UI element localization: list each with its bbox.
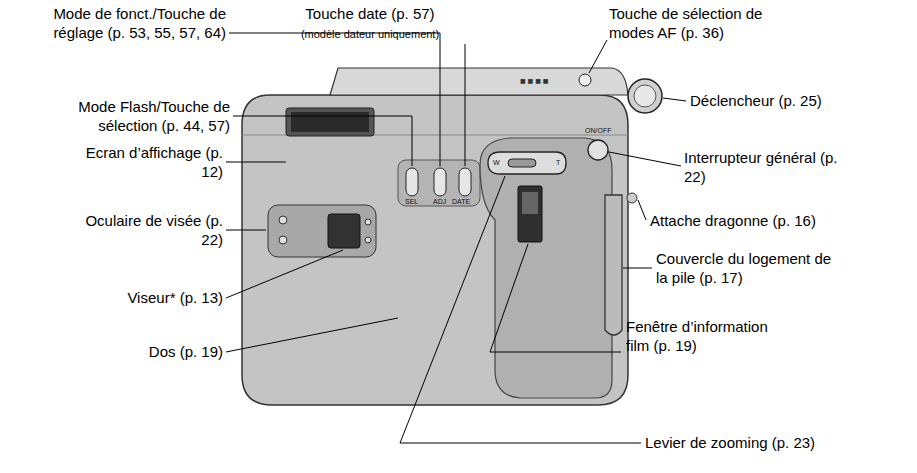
part-label: Couvercle du logement de la pile (p. 17) — [656, 249, 832, 287]
button-marking: SEL — [405, 198, 425, 206]
part-label: Mode de fonct./Touche de réglage (p. 53,… — [24, 4, 226, 42]
part-label: Oculaire de visée (p. 22) — [76, 211, 223, 249]
part-label: Touche date (p. 57) — [300, 4, 440, 23]
button-marking: ON/OFF — [585, 127, 615, 135]
button-marking: W — [493, 159, 503, 167]
part-label: Touche de sélection de modes AF (p. 36) — [609, 4, 797, 42]
zoom-lever — [488, 152, 566, 174]
button-marking: ADJ — [433, 198, 453, 206]
button-panel — [398, 160, 480, 206]
mode-button — [434, 168, 446, 196]
display-window — [286, 108, 374, 136]
part-label: Viseur* (p. 13) — [60, 288, 223, 307]
top-plate — [330, 68, 628, 95]
part-label: Attache dragonne (p. 16) — [650, 211, 850, 230]
button-marking: DATE — [452, 198, 478, 206]
part-label: Déclencheur (p. 25) — [690, 91, 870, 110]
part-label: Levier de zooming (p. 23) — [645, 433, 875, 452]
button-marking: T — [556, 159, 566, 167]
leader-lines — [226, 33, 686, 443]
viewfinder-window — [328, 214, 360, 248]
strap-eyelet — [627, 193, 637, 203]
display-lcd — [291, 112, 369, 132]
strap — [605, 195, 622, 335]
camera-body — [242, 95, 628, 405]
part-label: Fenêtre d’information film (p. 19) — [626, 317, 794, 355]
part-label: Ecran d’affichage (p. 12) — [76, 143, 223, 181]
power-button — [588, 140, 608, 160]
grip — [480, 138, 612, 398]
part-note: (modèle dateur uniquement) — [285, 25, 455, 44]
eyepiece-panel — [268, 205, 376, 257]
flash-button — [406, 168, 418, 196]
svg-text:■ ■ ■ ■: ■ ■ ■ ■ — [520, 77, 549, 84]
shutter-button — [628, 79, 662, 113]
film-window — [518, 186, 542, 242]
part-label: Dos (p. 19) — [60, 342, 223, 361]
date-button — [459, 168, 471, 196]
part-label: Interrupteur général (p. 22) — [684, 148, 854, 186]
af-button — [579, 74, 591, 86]
part-label: Mode Flash/Touche de sélection (p. 44, 5… — [52, 97, 230, 135]
